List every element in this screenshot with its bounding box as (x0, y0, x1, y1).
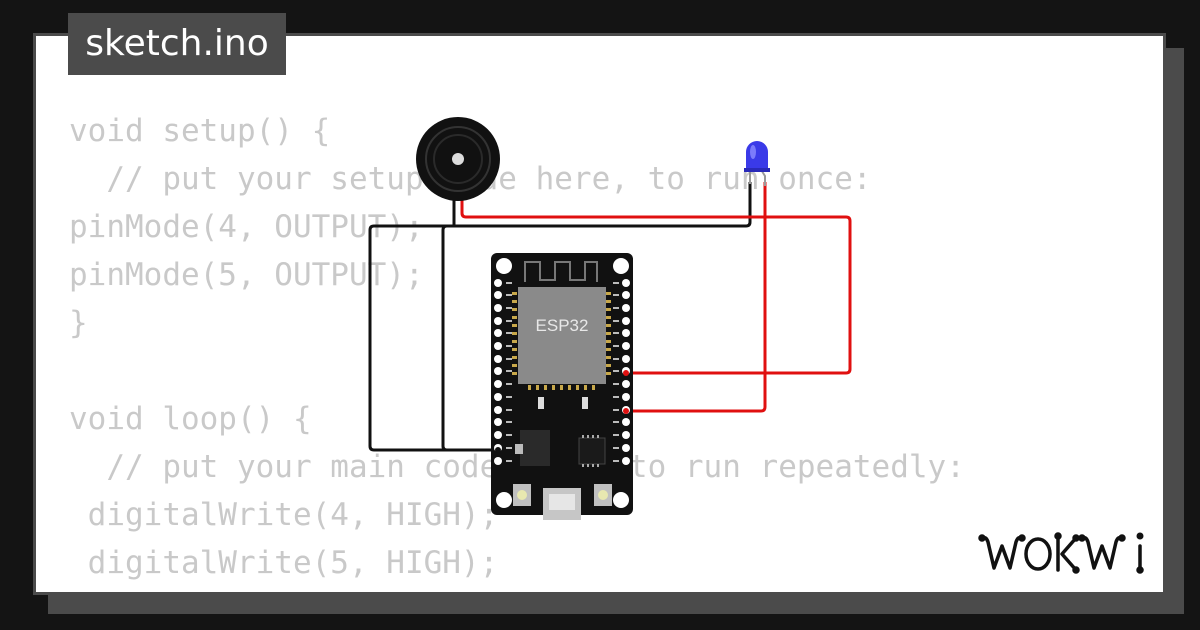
reset-button[interactable] (594, 484, 612, 506)
code-line: digitalWrite(4, HIGH); (69, 497, 499, 533)
file-tab[interactable]: sketch.ino (68, 13, 286, 75)
buzzer-signal-wire[interactable] (460, 198, 852, 375)
ground-wires (368, 182, 752, 452)
regulator (520, 430, 550, 466)
esp32-chip (518, 287, 606, 384)
code-line: void setup() { (69, 113, 331, 149)
led-ground-wire[interactable] (441, 182, 752, 452)
wokwi-logo[interactable] (978, 528, 1158, 576)
signal-wires (460, 182, 852, 413)
code-line: pinMode(5, OUTPUT); (69, 257, 424, 293)
code-line: } (69, 305, 88, 341)
code-line: digitalWrite(5, HIGH); (69, 545, 499, 581)
header-pins (494, 279, 630, 465)
boot-button[interactable] (513, 484, 531, 506)
led[interactable] (744, 141, 770, 186)
esp32-board[interactable]: ESP32 (491, 253, 633, 520)
buzzer[interactable] (416, 117, 500, 201)
chip-label: ESP32 (536, 316, 589, 335)
code-line: // put your main code here, to run repea… (106, 449, 965, 485)
code-line: void loop() { (69, 401, 312, 437)
led-signal-wire[interactable] (626, 182, 767, 413)
buzzer-ground-wire[interactable] (368, 198, 500, 452)
